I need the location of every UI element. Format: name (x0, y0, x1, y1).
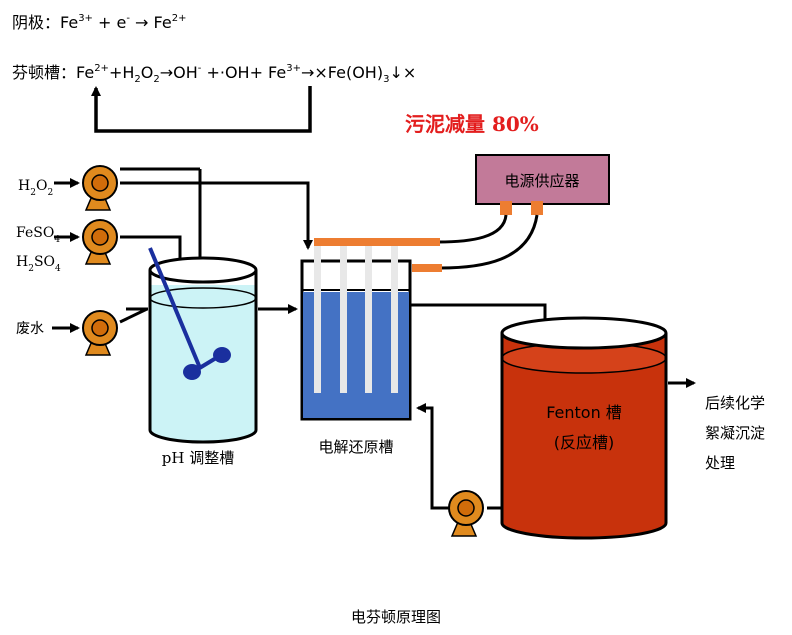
h2so4-label: H2SO4 (16, 254, 61, 274)
wastewater-pipe-up (119, 307, 148, 324)
power-terminal-right (531, 201, 543, 215)
cathode-equation: 阴极：Fe3+ + e- → Fe2+ (12, 13, 186, 32)
electro-tank-label: 电解还原槽 (318, 438, 393, 456)
ph-tank-label: pH 调整槽 (162, 449, 234, 467)
power-supply-label: 电源供应器 (504, 172, 579, 190)
pump-recycle (448, 490, 484, 537)
output-label-line3: 处理 (705, 454, 735, 472)
pump-feso4 (82, 219, 118, 265)
pump-wastewater (82, 310, 118, 356)
fenton-equation: 芬顿槽：Fe2++H2O2→OH- +·OH+ Fe3+→×Fe(OH)3↓× (12, 63, 416, 85)
pump-h2o2 (82, 165, 118, 211)
fenton-tank-label: Fenton 槽 (546, 403, 622, 422)
diagram-caption: 电芬顿原理图 (351, 608, 441, 626)
regeneration-loop-arrow (91, 86, 312, 133)
power-supply-box (475, 154, 610, 205)
cathode-label: 阴极： (12, 13, 60, 32)
anode-bar (314, 238, 440, 246)
output-label-line1: 后续化学 (705, 394, 765, 412)
output-label-line2: 絮凝沉淀 (705, 424, 765, 442)
cathode-bar (412, 264, 442, 272)
fenton-tank-sublabel: (反应槽) (554, 433, 615, 452)
ph-adjust-tank (148, 256, 258, 444)
h2o2-pipe-electro (120, 181, 313, 250)
fenton-label: 芬顿槽： (12, 63, 76, 82)
wastewater-label: 废水 (16, 321, 44, 337)
fenton-tank (500, 316, 668, 540)
power-cable-anode (437, 214, 508, 244)
power-terminal-left (500, 201, 512, 215)
sludge-reduction-label: 污泥减量 80% (405, 112, 539, 136)
electrolysis-tank (300, 245, 412, 421)
h2o2-label: H2O2 (18, 178, 53, 198)
mixer-icon (148, 247, 231, 380)
feso4-label: FeSO4 (16, 225, 60, 245)
power-cable-cathode (439, 214, 539, 270)
